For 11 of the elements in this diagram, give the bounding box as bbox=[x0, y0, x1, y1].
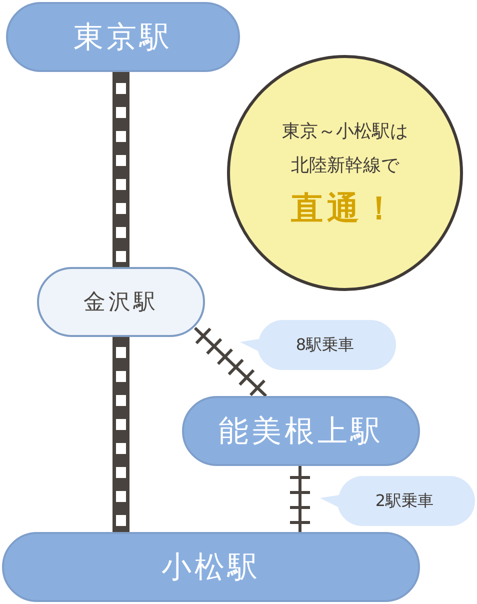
info-text: 東京～小松駅は北陸新幹線で bbox=[281, 120, 409, 178]
station-box: 能美根上駅 bbox=[182, 396, 420, 466]
highlight-text: 直通！ bbox=[291, 188, 399, 229]
station-box: 東京駅 bbox=[6, 2, 240, 72]
callout-text: 2駅乗車 bbox=[375, 490, 434, 512]
station-box: 小松駅 bbox=[2, 532, 420, 602]
rail-track bbox=[112, 72, 130, 267]
callout-text: 8駅乗車 bbox=[296, 334, 354, 356]
rail-track bbox=[112, 337, 130, 532]
station-box: 金沢駅 bbox=[37, 267, 205, 337]
rail-track bbox=[290, 466, 310, 532]
